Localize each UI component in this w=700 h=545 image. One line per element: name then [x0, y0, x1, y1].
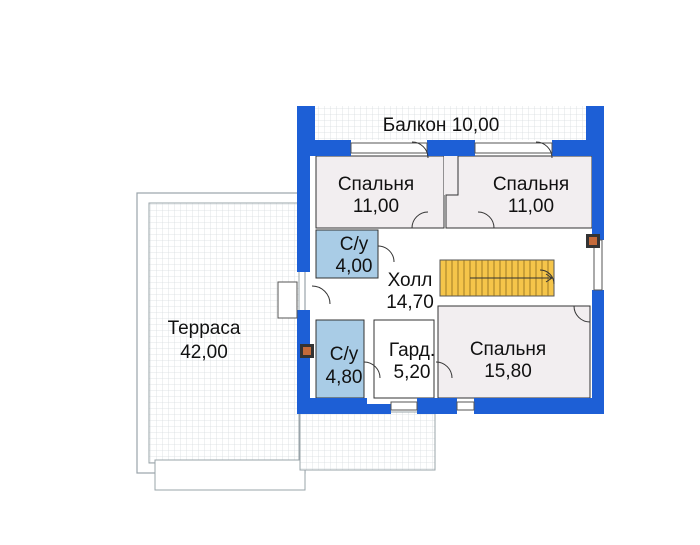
windows [277, 142, 603, 411]
bedroom-left-nook [444, 156, 458, 195]
wardrobe-name: Гард. [389, 340, 435, 361]
vent-shaft-icon [300, 234, 600, 358]
hall-name: Холл [388, 270, 433, 291]
walls [297, 106, 604, 414]
bathroom-bottom-name: С/у [330, 344, 359, 365]
bathroom-top-room [315, 229, 379, 279]
bedroom-left-room [315, 155, 445, 229]
bedroom-big-name: Спальня [470, 339, 546, 360]
bedroom-left-area: 11,00 [353, 196, 399, 217]
wardrobe-area: 5,20 [394, 362, 431, 383]
terrace [136, 192, 436, 491]
bedroom-left-name: Спальня [338, 174, 414, 195]
door-swings [311, 141, 591, 379]
terrace-name: Терраса [168, 318, 241, 339]
bedroom-big-area: 15,80 [484, 361, 532, 382]
bedroom-right-name: Спальня [493, 174, 569, 195]
terrace-area: 42,00 [180, 342, 228, 363]
bathroom-top-area: 4,00 [336, 256, 373, 277]
bathroom-bottom-area: 4,80 [326, 367, 363, 388]
balcony [300, 106, 602, 140]
wardrobe-room [373, 319, 435, 399]
balcony-label: Балкон 10,00 [383, 115, 500, 136]
staircase [439, 259, 555, 297]
bedroom-big-room [437, 305, 591, 399]
bathroom-top-name: С/у [340, 234, 369, 255]
bedroom-right-area: 11,00 [508, 196, 554, 217]
hall-area: 14,70 [386, 292, 434, 313]
